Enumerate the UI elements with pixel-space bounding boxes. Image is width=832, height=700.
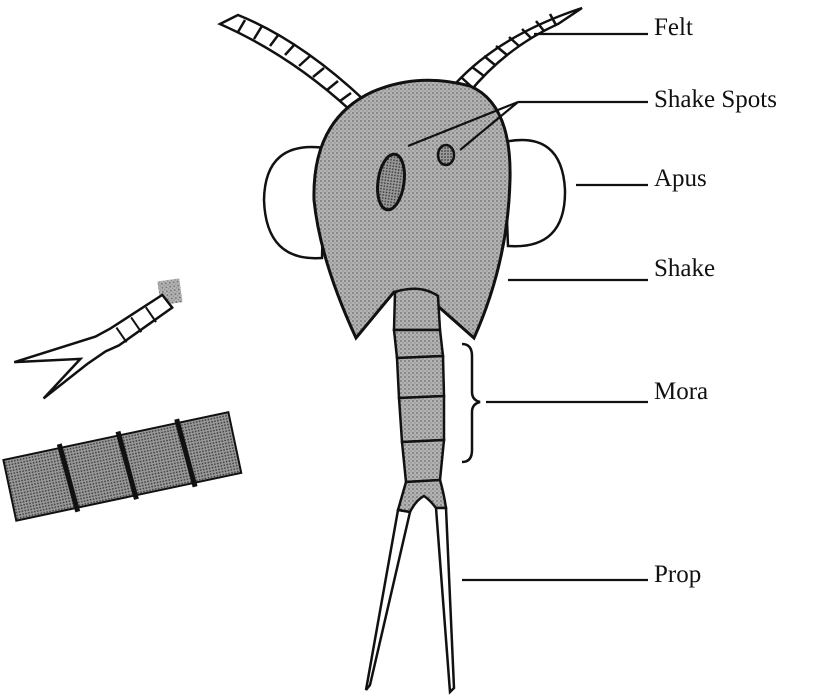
left-prop-filament bbox=[366, 510, 410, 690]
small-shake-spot bbox=[438, 145, 454, 165]
label-shake-spots: Shake Spots bbox=[654, 87, 777, 112]
label-prop: Prop bbox=[654, 562, 701, 587]
label-apus: Apus bbox=[654, 166, 707, 191]
right-antenna bbox=[455, 8, 582, 94]
label-mora: Mora bbox=[654, 379, 708, 404]
mora-bracket bbox=[462, 344, 480, 462]
tail-detail-inset bbox=[0, 273, 201, 406]
right-apus-lobe bbox=[504, 140, 565, 246]
label-shake: Shake bbox=[654, 256, 715, 281]
label-felt: Felt bbox=[654, 15, 693, 40]
right-prop-filament bbox=[436, 508, 454, 692]
tail-segments bbox=[394, 289, 446, 512]
left-antenna bbox=[220, 15, 364, 110]
antenna-detail-inset bbox=[0, 393, 252, 542]
